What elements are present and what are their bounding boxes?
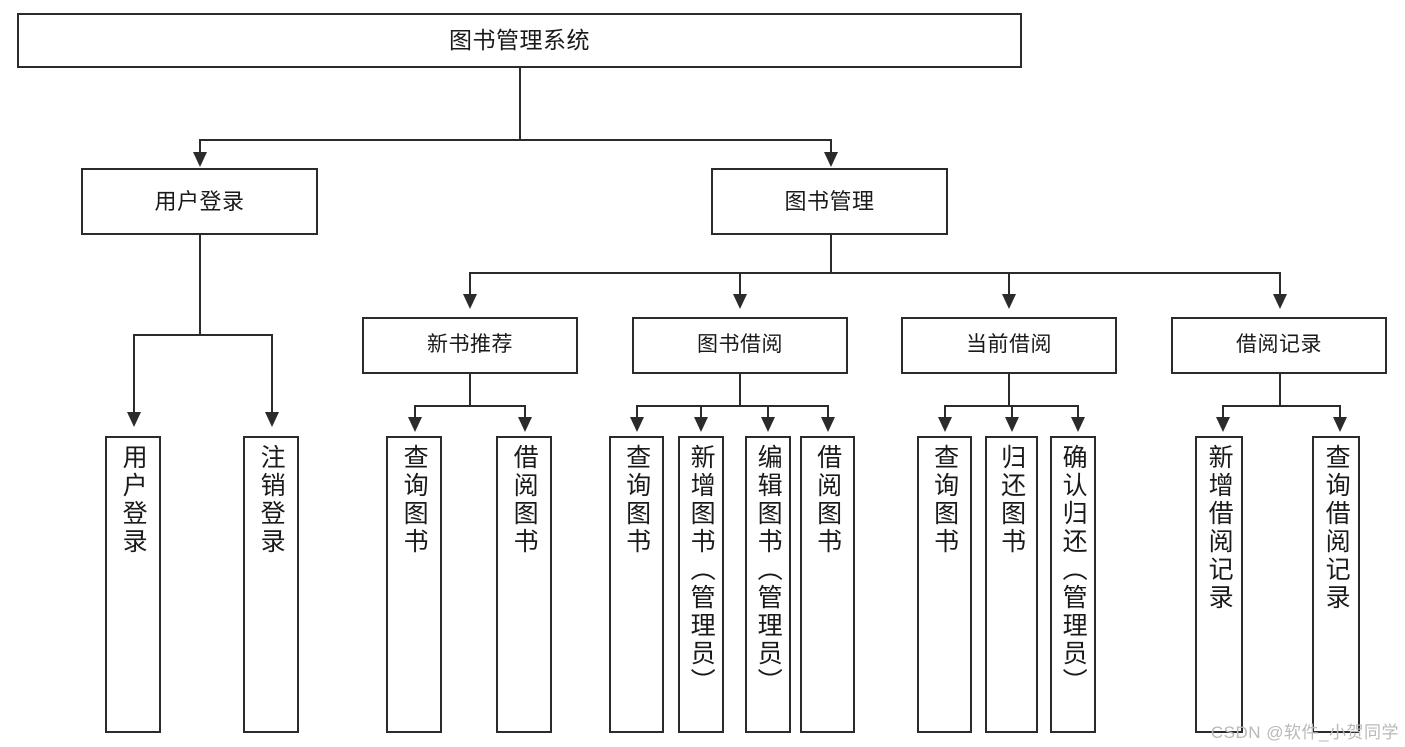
node-label: 用户登录 — [154, 188, 245, 214]
node-label: 当前借阅 — [966, 333, 1052, 357]
node-borrowing-record[interactable]: 借阅记录 — [1171, 317, 1387, 374]
connector-borrow-record-r — [1339, 405, 1341, 420]
node-label: 图书管理 — [784, 188, 875, 214]
connector-book-borrow-stem — [739, 374, 741, 406]
connector-book-borrow-c4 — [827, 405, 829, 420]
arrow-to-leaf-add-book — [694, 417, 708, 432]
arrow-to-leaf-user-login — [127, 412, 141, 427]
connector-current-borrow-c3 — [1077, 405, 1079, 420]
node-label: 查询图书 — [622, 444, 651, 556]
node-label: 图书管理系统 — [449, 26, 590, 53]
connector-new-book-rec-l — [414, 405, 416, 420]
arrow-to-leaf-edit-book — [761, 417, 775, 432]
leaf-confirm-return-admin[interactable]: 确认归还（管理员） — [1050, 436, 1096, 733]
leaf-borrow-book-2[interactable]: 借阅图书 — [800, 436, 855, 733]
arrow-to-leaf-query-book-3 — [938, 417, 952, 432]
node-book-management[interactable]: 图书管理 — [711, 168, 948, 235]
leaf-return-book[interactable]: 归还图书 — [985, 436, 1038, 733]
node-label: 新增图书（管理员） — [687, 444, 716, 696]
arrow-to-leaf-query-book-1 — [408, 417, 422, 432]
node-label: 编辑图书（管理员） — [754, 444, 783, 696]
connector-new-book-rec-bus — [414, 405, 525, 407]
node-label: 用户登录 — [119, 444, 148, 556]
connector-book-borrow-c2 — [700, 405, 702, 420]
arrow-to-leaf-add-record — [1216, 417, 1230, 432]
arrow-to-current-borrow — [1002, 294, 1016, 309]
connector-book-manage-stem — [830, 235, 832, 273]
connector-new-book-rec-r — [524, 405, 526, 420]
connector-borrow-record-bus — [1222, 405, 1340, 407]
node-label: 新书推荐 — [427, 333, 513, 357]
arrow-to-leaf-query-book-2 — [630, 417, 644, 432]
node-user-login[interactable]: 用户登录 — [81, 168, 318, 235]
leaf-borrow-book-1[interactable]: 借阅图书 — [496, 436, 552, 733]
connector-to-borrow-record — [1279, 272, 1281, 298]
node-label: 借阅记录 — [1236, 333, 1322, 357]
connector-book-borrow-bus — [636, 405, 828, 407]
node-label: 查询借阅记录 — [1322, 444, 1351, 612]
leaf-add-borrow-record[interactable]: 新增借阅记录 — [1195, 436, 1243, 733]
connector-to-book-borrow — [739, 272, 741, 298]
connector-book-borrow-c1 — [636, 405, 638, 420]
arrow-to-borrow-record — [1273, 294, 1287, 309]
connector-root-stem — [519, 68, 521, 140]
arrow-to-leaf-confirm-return — [1071, 417, 1085, 432]
node-book-borrowing[interactable]: 图书借阅 — [632, 317, 848, 374]
connector-borrow-record-stem — [1279, 374, 1281, 406]
connector-current-borrow-stem — [1008, 374, 1010, 406]
connector-book-borrow-c3 — [767, 405, 769, 420]
connector-root-to-book-manage — [830, 139, 832, 161]
connector-borrow-record-l — [1222, 405, 1224, 420]
connector-to-new-book-rec — [469, 272, 471, 298]
node-root-book-management-system[interactable]: 图书管理系统 — [17, 13, 1022, 68]
node-new-book-recommendation[interactable]: 新书推荐 — [362, 317, 578, 374]
arrow-to-new-book-rec — [463, 294, 477, 309]
node-label: 查询图书 — [930, 444, 959, 556]
arrow-to-leaf-borrow-book-2 — [821, 417, 835, 432]
node-label: 查询图书 — [400, 444, 429, 556]
connector-root-bus — [199, 139, 831, 141]
connector-root-to-user-login — [199, 139, 201, 161]
csdn-watermark: CSDN @软件_小贺同学 — [1210, 723, 1399, 742]
arrow-to-book-manage — [824, 152, 838, 167]
leaf-query-borrow-record[interactable]: 查询借阅记录 — [1312, 436, 1360, 733]
node-label: 归还图书 — [997, 444, 1026, 556]
arrow-to-leaf-return-book — [1005, 417, 1019, 432]
leaf-query-book-1[interactable]: 查询图书 — [386, 436, 442, 733]
node-label: 借阅图书 — [510, 444, 539, 556]
leaf-query-book-3[interactable]: 查询图书 — [917, 436, 972, 733]
connector-book-manage-bus — [469, 272, 1281, 274]
connector-user-login-stem — [199, 235, 201, 335]
node-label: 图书借阅 — [697, 333, 783, 357]
node-label: 注销登录 — [257, 444, 286, 556]
arrow-to-leaf-query-record — [1333, 417, 1347, 432]
leaf-query-book-2[interactable]: 查询图书 — [609, 436, 664, 733]
leaf-user-login[interactable]: 用户登录 — [105, 436, 161, 733]
leaf-edit-book-admin[interactable]: 编辑图书（管理员） — [745, 436, 791, 733]
connector-user-login-right — [271, 334, 273, 416]
arrow-to-leaf-logout-login — [265, 412, 279, 427]
connector-current-borrow-c1 — [944, 405, 946, 420]
connector-to-current-borrow — [1008, 272, 1010, 298]
arrow-to-user-login — [193, 152, 207, 167]
node-current-borrowing[interactable]: 当前借阅 — [901, 317, 1117, 374]
node-label: 新增借阅记录 — [1205, 444, 1234, 612]
node-label: 借阅图书 — [813, 444, 842, 556]
arrow-to-book-borrow — [733, 294, 747, 309]
connector-user-login-bus — [133, 334, 272, 336]
connector-current-borrow-c2 — [1011, 405, 1013, 420]
leaf-logout-login[interactable]: 注销登录 — [243, 436, 299, 733]
leaf-add-book-admin[interactable]: 新增图书（管理员） — [678, 436, 724, 733]
arrow-to-leaf-borrow-book-1 — [518, 417, 532, 432]
node-label: 确认归还（管理员） — [1059, 444, 1088, 696]
connector-new-book-rec-stem — [469, 374, 471, 406]
connector-user-login-left — [133, 334, 135, 416]
